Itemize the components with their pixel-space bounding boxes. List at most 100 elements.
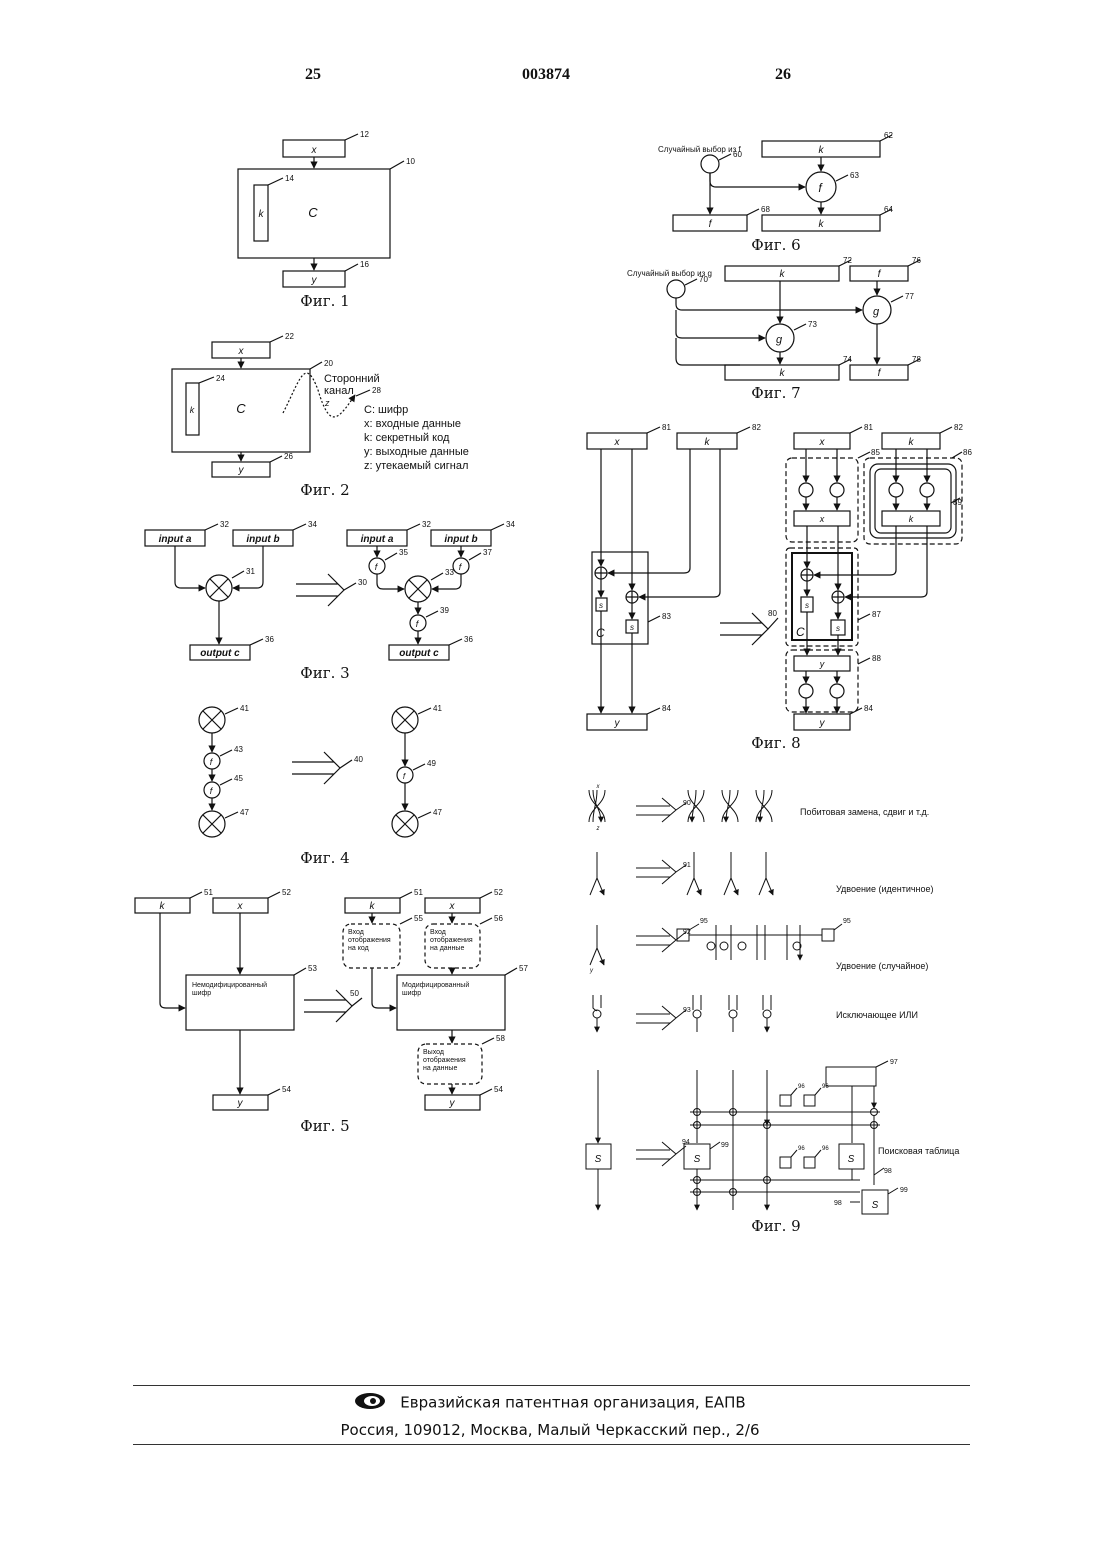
fig1-key-label: k <box>259 209 265 220</box>
fig5-caption: Фиг. 5 <box>300 1117 349 1135</box>
fig9-ref-94: 94 <box>682 1139 690 1146</box>
fig2-leak-label: z <box>324 398 330 408</box>
fig7-ref-70: 70 <box>699 275 708 284</box>
fig8-yi-label: y <box>819 659 825 669</box>
fig8-key-encoding-region <box>864 458 962 544</box>
fig4-f1-label: f <box>210 757 214 767</box>
fig8-sbox-1-label: s <box>599 601 603 610</box>
fig5-data-out-map-line: Выход <box>423 1049 444 1056</box>
fig8-sbox-i-1-label: s <box>805 601 809 610</box>
fig4-f2-label: f <box>210 786 214 796</box>
fig9-xor-node <box>720 942 728 950</box>
fig5-ref-56: 56 <box>494 914 503 923</box>
fig6-caption: Фиг. 6 <box>751 236 800 254</box>
fig9-ref-98a: 98 <box>884 1168 892 1175</box>
fig9-ref-96d: 96 <box>822 1146 829 1152</box>
fig7-ref-77: 77 <box>905 292 914 301</box>
footer-org-name: Евразийская патентная организация, ЕАПВ <box>400 1394 745 1412</box>
fig5-modified-line-2: шифр <box>402 990 421 997</box>
fig2-legend-line: y: выходные данные <box>364 446 469 458</box>
fig9-row-dup-identical: 91 Удвоение (идентичное) <box>590 852 934 895</box>
fig9-xor-2 <box>729 1010 737 1018</box>
fig7-random-source <box>667 280 685 298</box>
fig3-ref-36: 36 <box>265 635 274 644</box>
fig6-random-source <box>701 155 719 173</box>
fig7-f-i-label: f <box>878 368 882 379</box>
fig5-ref-55: 55 <box>414 914 423 923</box>
fig9-ref-96c: 96 <box>798 1146 805 1152</box>
fig9-ref-99-left: 99 <box>721 1142 729 1149</box>
fig8-k-label-right: k <box>909 437 915 448</box>
fig8-ref-84: 84 <box>662 704 671 713</box>
fig5-data-in-map-line: на данные <box>430 945 464 952</box>
fig8-caption: Фиг. 8 <box>751 734 800 752</box>
fig3-ref-32b: 32 <box>422 520 431 529</box>
fig5-output-label: y <box>237 1098 244 1109</box>
footer-address: Россия, 109012, Москва, Малый Черкасский… <box>0 1421 1100 1439</box>
fig4-ref-47: 47 <box>240 808 249 817</box>
fig8-ref-80: 80 <box>768 609 777 618</box>
fig2-legend-line: C: шифр <box>364 404 408 416</box>
fig8-ki-label: k <box>909 514 914 524</box>
figure-4: f f 41 43 45 47 40 f 41 49 47 Фиг. 4 <box>199 704 442 867</box>
figure-8: x k s s C y 81 82 83 84 80 x <box>587 423 972 752</box>
fig3-input-b-label: input b <box>246 534 279 545</box>
fig9-ref-99-right: 99 <box>900 1187 908 1194</box>
fig3-fb-label: f <box>459 562 463 572</box>
fig8-encode-k2 <box>920 483 934 497</box>
fig5-input-label: x <box>237 901 244 912</box>
figure-7: Случайный выбор из g k f g g k f 72 76 7… <box>627 256 921 402</box>
fig6-f0-output-label: f <box>709 219 713 230</box>
fig8-ref-82: 82 <box>752 423 761 432</box>
fig9-sbox-middle-label: S <box>848 1154 855 1165</box>
fig8-encode-x1 <box>799 483 813 497</box>
fig5-data-in-map-line: Вход <box>430 929 446 936</box>
fig3-input-a-label: input a <box>159 534 192 545</box>
fig8-sbox-i-2-label: s <box>836 624 840 633</box>
fig9-caption: Фиг. 9 <box>751 1217 800 1235</box>
fig8-y-label-right: y <box>819 718 826 729</box>
fig9-ref-95-right: 95 <box>843 918 851 925</box>
fig8-ref-81b: 81 <box>864 423 873 432</box>
fig8-ref-87: 87 <box>872 610 881 619</box>
fig6-f0-label: f <box>818 181 823 195</box>
fig8-ref-85: 85 <box>871 448 880 457</box>
fig7-ref-78: 78 <box>912 355 921 364</box>
fig3-ref-34b: 34 <box>506 520 515 529</box>
fig2-cipher-label: C <box>236 401 246 416</box>
fig7-caption: Фиг. 7 <box>751 384 800 402</box>
fig3-fc-label: f <box>416 619 420 629</box>
fig5-ref-54: 54 <box>282 1085 291 1094</box>
fig4-transform-arrow: 40 <box>292 752 363 784</box>
fig3-ref-34: 34 <box>308 520 317 529</box>
fig9-label-dup-random: Удвоение (случайное) <box>836 961 928 971</box>
fig2-side-channel-line-1: Сторонний <box>324 373 380 385</box>
fig5-ref-54b: 54 <box>494 1085 503 1094</box>
figure-2: x k C y 22 20 24 26 28 Сторонний канал z… <box>172 332 469 499</box>
fig8-xi-label: x <box>819 514 825 524</box>
fig9-sbox-label: S <box>595 1154 602 1165</box>
fig2-key-label: k <box>190 405 195 415</box>
fig8-cipher-label-right: C <box>796 625 805 639</box>
fig8-y-label: y <box>614 718 621 729</box>
fig3-output-c-label-right: output c <box>399 648 439 659</box>
fig8-ref-83: 83 <box>662 612 671 621</box>
fig1-ref-12: 12 <box>360 130 369 139</box>
fig7-f-prev-label: f <box>878 269 882 280</box>
fig9-xor-base <box>593 1010 601 1018</box>
fig9-label-lookup: Поисковая таблица <box>878 1146 959 1156</box>
fig9-label-xor: Исключающее ИЛИ <box>836 1010 918 1020</box>
fig9-xor-node <box>707 942 715 950</box>
fig1-ref-10: 10 <box>406 157 415 166</box>
fig5-data-in-map-line: отображения <box>430 936 473 944</box>
fig2-output-label: y <box>238 465 245 476</box>
fig7-ref-73: 73 <box>808 320 817 329</box>
fig8-decode-y1 <box>799 684 813 698</box>
fig5-ref-52: 52 <box>282 888 291 897</box>
fig2-legend: C: шифр x: входные данные k: секретный к… <box>364 404 469 472</box>
fig3-input-b-label-right: input b <box>444 534 477 545</box>
fig5-data-out-map-line: на данные <box>423 1065 457 1072</box>
fig1-output-label: y <box>311 275 318 286</box>
fig2-ref-22: 22 <box>285 332 294 341</box>
